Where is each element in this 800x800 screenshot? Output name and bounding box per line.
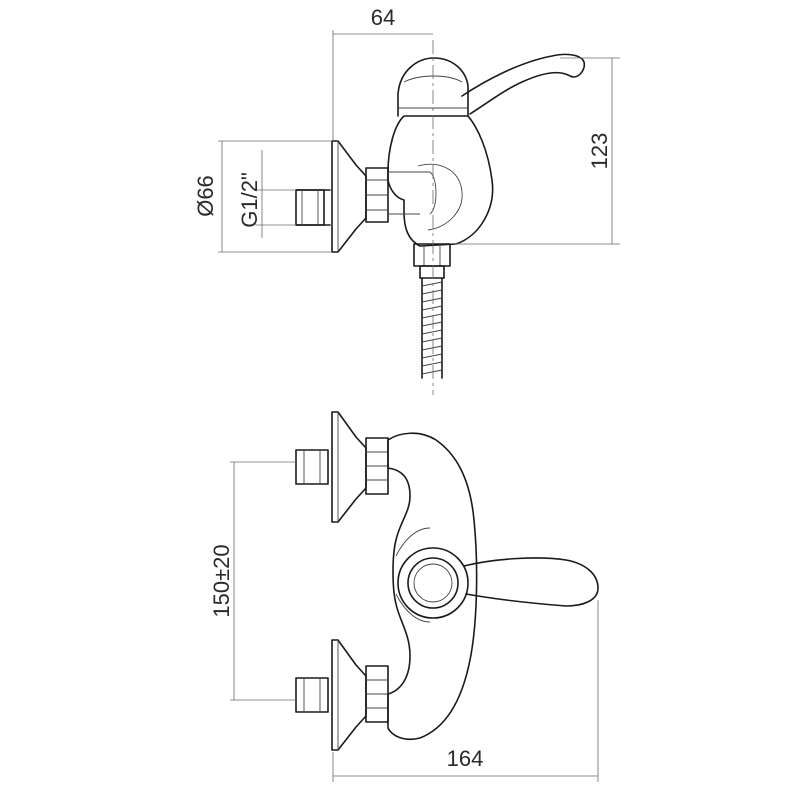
front-upper-flange xyxy=(331,411,367,523)
front-cartridge-outer xyxy=(397,547,469,619)
side-inlet-nut xyxy=(295,189,325,226)
dim-top-width: 64 xyxy=(371,5,395,30)
dim-thread: G1/2" xyxy=(237,172,262,228)
side-shower-hose xyxy=(421,277,443,379)
dim-diameter: Ø66 xyxy=(193,175,218,217)
front-view: 150±20 164 xyxy=(209,411,599,782)
front-lower-inlet xyxy=(295,677,329,713)
side-lever-handle xyxy=(461,53,586,115)
side-cartridge-cap xyxy=(397,57,469,117)
front-upper-inlet xyxy=(295,449,329,485)
front-cartridge-inner xyxy=(413,563,453,603)
dim-total-width: 164 xyxy=(447,746,484,771)
front-mixer-body xyxy=(387,432,478,741)
side-view: 64 123 Ø66 G1/2" xyxy=(193,5,620,395)
dim-spacing: 150±20 xyxy=(209,544,234,617)
side-wall-flange xyxy=(331,140,367,253)
hose-ribs xyxy=(421,281,443,375)
front-lever-handle xyxy=(463,557,599,607)
front-cartridge-ring xyxy=(407,557,459,609)
side-mixer-body xyxy=(387,115,494,247)
front-lower-flange xyxy=(331,639,367,751)
dim-height: 123 xyxy=(587,133,612,170)
side-hose-nut xyxy=(413,243,451,267)
side-connector-pipe xyxy=(295,189,331,226)
